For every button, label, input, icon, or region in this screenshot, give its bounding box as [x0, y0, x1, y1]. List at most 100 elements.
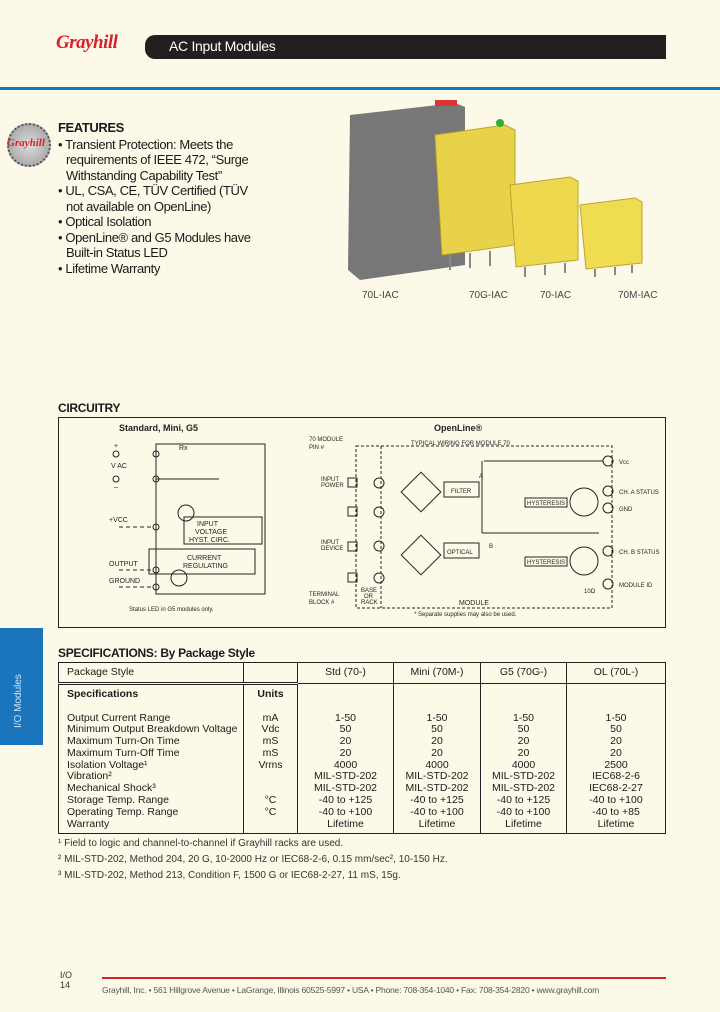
specs-table: Package Style Std (70-) Mini (70M-) G5 (… [58, 662, 666, 835]
left-diagram-title: Standard, Mini, G5 [119, 423, 198, 433]
module-id-label: MODULE ID [619, 583, 653, 589]
base-label: OR [364, 594, 374, 600]
hysteresis-label: HYSTERESIS [527, 501, 565, 507]
spec-value: 4000 [480, 759, 567, 772]
spec-value: MIL-STD-202 [297, 771, 394, 784]
footnote: ² MIL-STD-202, Method 204, 20 G, 10-2000… [58, 854, 448, 865]
feature-item: Transient Protection: Meets the requirem… [58, 137, 258, 184]
section-code: I/O [60, 970, 73, 980]
spec-name: Storage Temp. Range [58, 794, 244, 807]
footnote: ¹ Field to logic and channel-to-channel … [58, 838, 344, 849]
spec-value: 4000 [393, 759, 481, 772]
spec-units: mA [262, 711, 279, 724]
product-label: 70L-IAC [362, 290, 399, 301]
table-subheader-row: Specifications Units [58, 682, 666, 705]
spec-name: Maximum Turn-Off Time [58, 747, 244, 760]
spec-value: -40 to +125 [480, 794, 567, 807]
spec-value: 50 [297, 723, 394, 737]
spec-value: 1-50 [480, 704, 567, 725]
spec-value: MIL-STD-202 [480, 771, 567, 784]
spec-units: °C [264, 805, 277, 818]
table-row: Operating Temp. Range°C-40 to +100-40 to… [58, 805, 666, 819]
input-block-label: INPUT [197, 521, 219, 528]
specs-title: SPECIFICATIONS: By Package Style [58, 646, 255, 660]
spec-value: 1-50 [393, 704, 481, 725]
product-label: 70M-IAC [618, 290, 658, 301]
spec-value: IEC68-2-27 [566, 782, 666, 796]
base-label: BASE [361, 588, 377, 594]
column-header: Mini (70M-) [393, 662, 481, 684]
footnote: ³ MIL-STD-202, Method 213, Condition F, … [58, 870, 401, 881]
filter-label: FILTER [451, 489, 472, 495]
product-photo [330, 95, 690, 300]
led-b-label: B [489, 544, 493, 550]
spec-value: Lifetime [566, 818, 666, 834]
spec-value: 50 [566, 723, 666, 737]
page-title: AC Input Modules [145, 35, 666, 59]
features-title: FEATURES [58, 120, 124, 135]
section-tab-label: I/O Modules [13, 674, 24, 728]
spec-value: MIL-STD-202 [480, 782, 567, 796]
modules-illustration [348, 100, 643, 280]
spec-value: Lifetime [480, 818, 567, 834]
module-label: MODULE [459, 600, 489, 607]
feature-item: OpenLine® and G5 Modules have Built-in S… [58, 230, 258, 261]
vac-label: V AC [111, 463, 127, 470]
terminal-block-label: BLOCK # [309, 600, 335, 606]
spec-value: -40 to +125 [297, 794, 394, 807]
spec-value: -40 to +100 [297, 806, 394, 819]
current-block-label: CURRENT [187, 555, 222, 562]
page-num: 14 [60, 980, 71, 990]
ch-a-label: CH. A STATUS [619, 490, 659, 496]
ch-b-label: CH. B STATUS [619, 550, 659, 556]
spec-name: Operating Temp. Range [58, 806, 244, 819]
spec-value: MIL-STD-202 [393, 782, 481, 796]
module-70m [579, 197, 643, 270]
spec-value: 20 [566, 747, 666, 760]
footer-divider [102, 977, 666, 979]
spec-units: Vrms [258, 758, 283, 771]
rx-label: Rx [179, 445, 188, 452]
spec-value: 4000 [297, 759, 394, 772]
module-70 [509, 176, 579, 268]
spec-value: MIL-STD-202 [393, 771, 481, 784]
module-pin-label: 70 MODULE [309, 437, 343, 443]
spec-value: IEC68-2-6 [566, 771, 666, 784]
base-label: RACK [361, 600, 378, 606]
right-diagram-note: * Separate supplies may also be used. [414, 612, 517, 618]
spec-value: 1-50 [566, 704, 666, 725]
spec-value: 20 [480, 735, 567, 748]
spec-value: -40 to +125 [393, 794, 481, 807]
minus-label: – [114, 484, 118, 491]
plus-label: + [114, 443, 118, 450]
led-a-label: A [479, 474, 483, 480]
spec-units [244, 819, 298, 834]
spec-name: Vibration² [58, 771, 244, 784]
spec-value: 1-50 [297, 704, 394, 725]
input-power-label: POWER [321, 483, 344, 489]
seal-text: Grayhill [7, 137, 45, 149]
terminal-block-label: TERMINAL [309, 592, 340, 598]
feature-item: Optical Isolation [58, 214, 258, 230]
spec-value: 20 [393, 735, 481, 748]
right-diagram-subtitle: TYPICAL WIRING FOR MODULE 70 [411, 441, 510, 447]
specifications-header: Specifications [58, 682, 244, 705]
table-row: Storage Temp. Range°C-40 to +125-40 to +… [58, 794, 666, 807]
circuitry-box: Standard, Mini, G5 + V AC – Rx +VCC OUTP… [58, 417, 666, 628]
input-power-label: INPUT [321, 477, 339, 483]
spec-value: 50 [480, 723, 567, 737]
spec-value: -40 to +100 [566, 794, 666, 807]
footer-address: Grayhill, Inc. • 561 Hillgrove Avenue • … [102, 985, 600, 995]
spec-value: -40 to +85 [566, 806, 666, 819]
column-header: OL (70L-) [566, 662, 666, 684]
feature-item: UL, CSA, CE, TÜV Certified (TÜV not avai… [58, 183, 258, 214]
spec-name: Mechanical Shock³ [58, 782, 244, 796]
section-tab[interactable]: I/O Modules [0, 628, 43, 745]
spec-value: -40 to +100 [480, 806, 567, 819]
